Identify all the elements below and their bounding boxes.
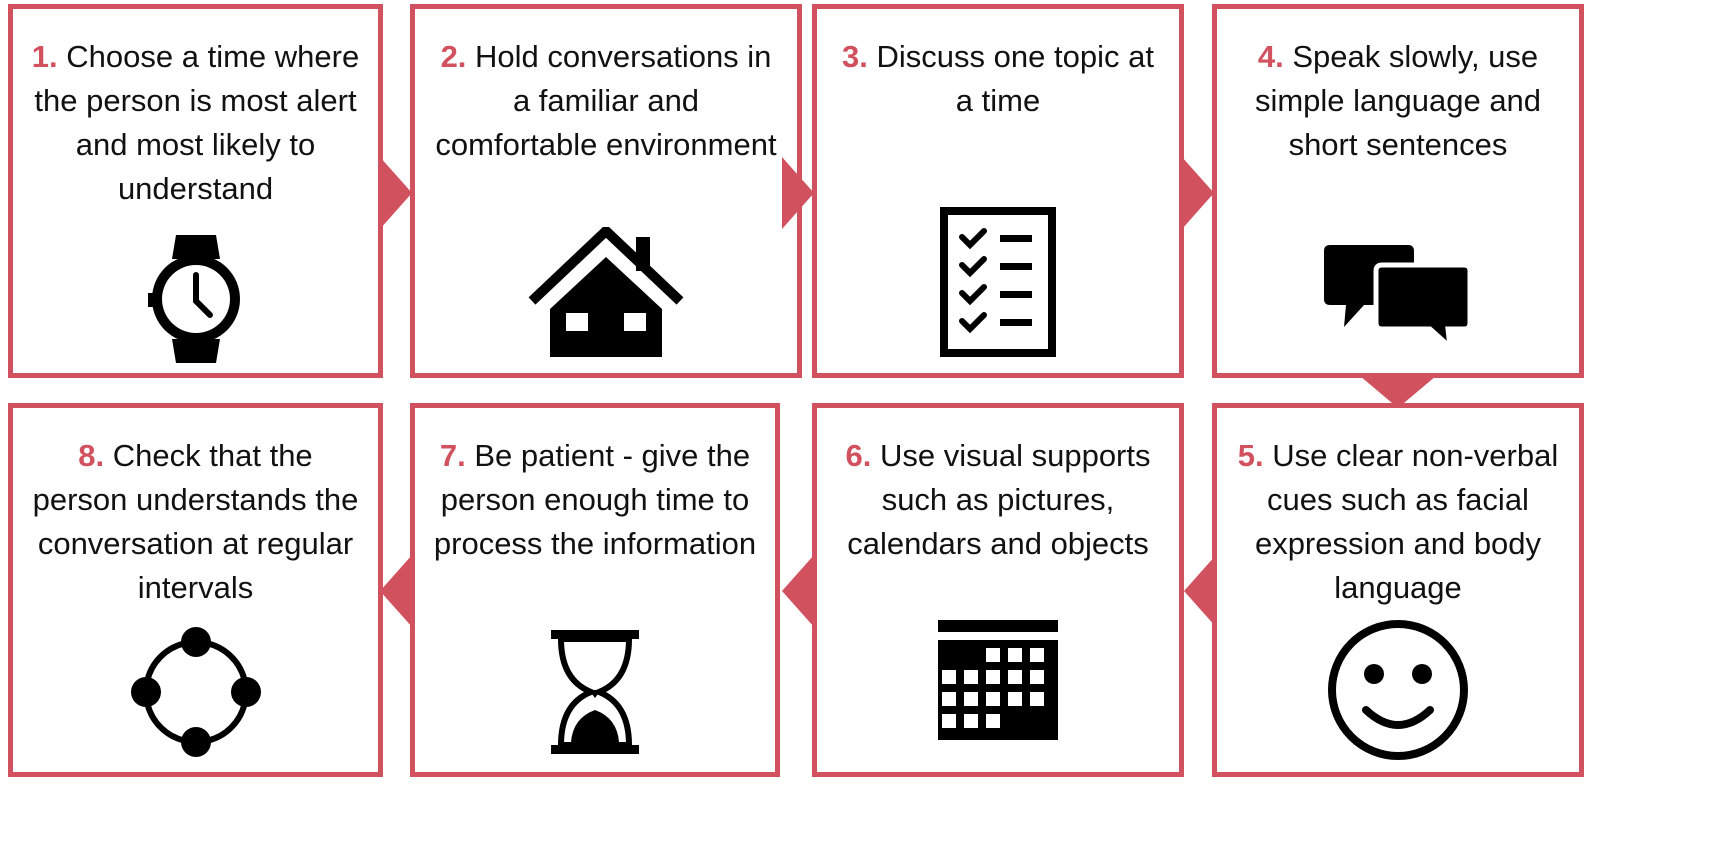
step-number: 2. xyxy=(440,39,467,74)
step-card-1: 1. Choose a time where the person is mos… xyxy=(8,4,383,378)
step-card-8: 8. Check that the person understands the… xyxy=(8,403,383,777)
step-text: Be patient - give the person enough time… xyxy=(433,438,757,561)
house-icon xyxy=(528,224,684,359)
step-text: Use clear non-verbal cues such as facial… xyxy=(1254,438,1559,605)
arrow-4-to-5 xyxy=(1360,376,1436,408)
step-text: Check that the person understands the co… xyxy=(32,438,359,605)
cycle-dots-icon xyxy=(130,626,262,758)
step-card-3: 3. Discuss one topic at a time xyxy=(812,4,1184,378)
step-card-4: 4. Speak slowly, use simple language and… xyxy=(1212,4,1584,378)
arrow-3-to-4 xyxy=(1182,157,1214,229)
speech-bubbles-icon xyxy=(1324,241,1473,354)
step-number: 1. xyxy=(31,39,58,74)
step-number: 7. xyxy=(439,438,466,473)
step-text: Hold conversations in a familiar and com… xyxy=(435,39,777,162)
checklist-icon xyxy=(940,207,1056,357)
step-number: 3. xyxy=(842,39,868,74)
watch-icon xyxy=(146,231,246,367)
arrow-2-to-3 xyxy=(782,157,814,229)
step-card-2: 2. Hold conversations in a familiar and … xyxy=(410,4,802,378)
step-card-5: 5. Use clear non-verbal cues such as fac… xyxy=(1212,403,1584,777)
step-text: Choose a time where the person is most a… xyxy=(34,39,360,206)
step-card-6: 6. Use visual supports such as pictures,… xyxy=(812,403,1184,777)
smiley-face-icon xyxy=(1326,618,1470,762)
step-number: 4. xyxy=(1257,39,1284,74)
arrow-6-to-7 xyxy=(782,555,814,627)
step-text: Speak slowly, use simple language and sh… xyxy=(1254,39,1542,162)
hourglass-icon xyxy=(549,628,641,756)
step-number: 6. xyxy=(845,438,872,473)
step-card-7: 7. Be patient - give the person enough t… xyxy=(410,403,780,777)
arrow-1-to-2 xyxy=(380,157,412,229)
calendar-icon xyxy=(936,618,1060,742)
step-text: Use visual supports such as pictures, ca… xyxy=(847,438,1151,561)
arrow-5-to-6 xyxy=(1184,555,1216,627)
step-number: 5. xyxy=(1237,438,1264,473)
step-number: 8. xyxy=(78,438,105,473)
arrow-7-to-8 xyxy=(380,555,412,627)
step-text: Discuss one topic at a time xyxy=(876,39,1154,118)
